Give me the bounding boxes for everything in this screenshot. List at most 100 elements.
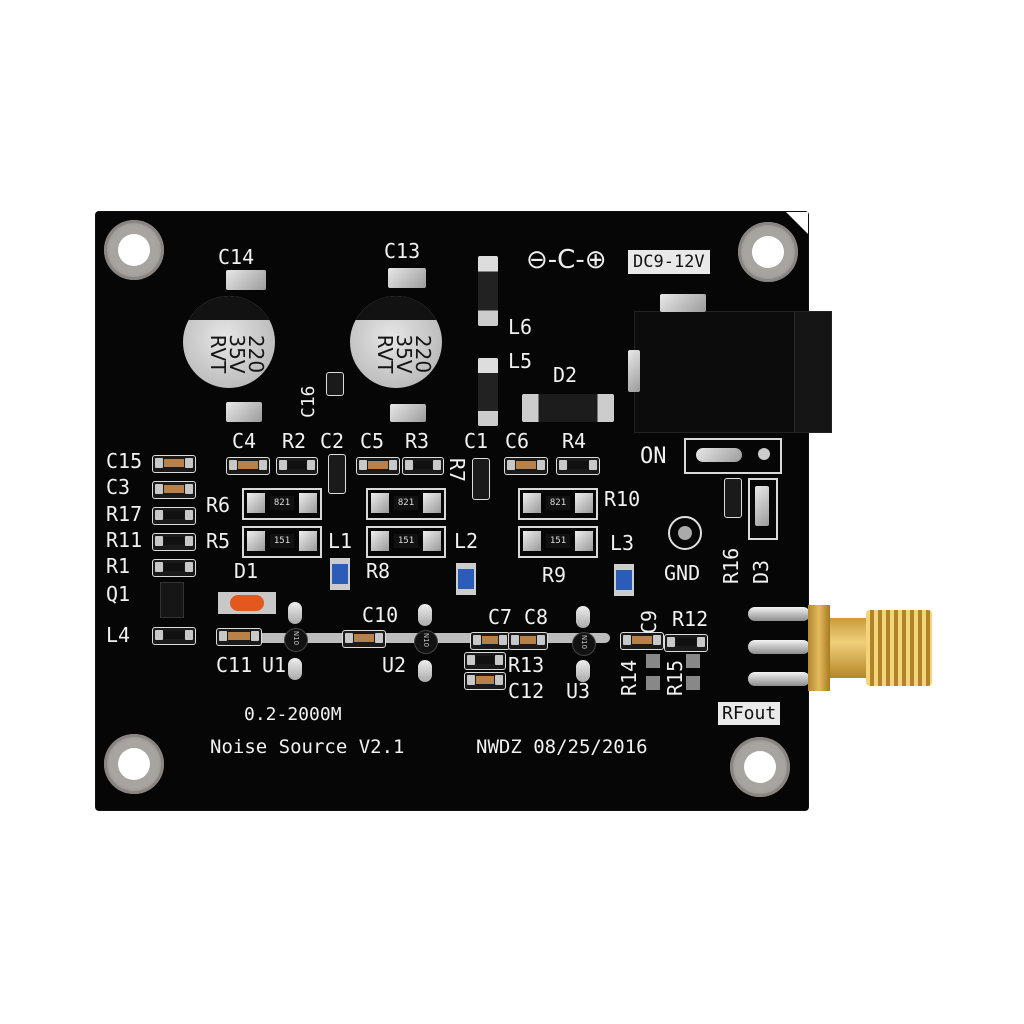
label-l5: L5 <box>508 349 533 373</box>
resistor-r1 <box>152 559 196 577</box>
resistor-r5: 151 <box>242 526 322 558</box>
diode-d2 <box>522 394 614 422</box>
pad-r15-b <box>686 676 700 690</box>
capacitor-c1 <box>472 458 490 500</box>
u1-pad-bottom <box>288 658 302 680</box>
gnd-test-point[interactable] <box>668 516 702 550</box>
capacitor-c10 <box>342 630 386 648</box>
capacitor-c4 <box>226 457 270 475</box>
capacitor-c12 <box>464 672 506 690</box>
capacitor-c15 <box>152 455 196 473</box>
led-d3 <box>748 478 778 540</box>
label-c13: C13 <box>384 239 421 263</box>
label-l2: L2 <box>454 529 479 553</box>
label-c16: C16 <box>298 385 319 418</box>
inductor-l5 <box>478 358 498 426</box>
label-c11: C11 <box>216 653 253 677</box>
product-name-label: Noise Source V2.1 <box>210 736 405 758</box>
label-r3: R3 <box>405 429 430 453</box>
mounting-hole-bottom-right <box>730 737 790 797</box>
inductor-l6 <box>478 256 498 326</box>
label-r12: R12 <box>672 607 709 631</box>
label-c10: C10 <box>362 603 399 627</box>
label-c9: C9 <box>637 609 661 634</box>
label-u1: U1 <box>262 653 287 677</box>
mmic-amplifier-u3: N10 <box>572 632 596 656</box>
capacitor-c8 <box>508 632 548 650</box>
label-d3: D3 <box>749 559 773 584</box>
pad-r15-a <box>686 654 700 668</box>
u3-pad-bottom <box>576 660 590 682</box>
capacitor-c6 <box>504 457 548 475</box>
label-r14: R14 <box>617 659 641 696</box>
inductor-l2 <box>456 563 476 595</box>
label-r4: R4 <box>562 429 587 453</box>
capacitor-c11 <box>216 628 262 646</box>
pad-r14-a <box>646 654 660 668</box>
c14-pad-top <box>226 270 266 290</box>
label-r5: R5 <box>206 529 231 553</box>
label-c3: C3 <box>106 475 131 499</box>
dc-power-jack[interactable] <box>634 311 832 433</box>
sma-pin-top <box>748 607 810 621</box>
resistor-r17 <box>152 507 196 525</box>
sma-pin-bottom <box>748 672 810 686</box>
switch-label: ON <box>640 444 667 469</box>
sma-connector-body <box>808 605 830 691</box>
resistor-r2 <box>276 457 318 475</box>
label-l1: L1 <box>328 529 353 553</box>
c13-pad-top <box>388 268 426 288</box>
resistor-r4 <box>556 457 600 475</box>
capacitor-c16 <box>326 372 344 396</box>
resistor-r3 <box>402 457 444 475</box>
c14-pad-bottom <box>226 402 262 422</box>
label-r15: R15 <box>663 659 687 696</box>
label-q1: Q1 <box>106 582 131 606</box>
label-c2: C2 <box>320 429 345 453</box>
label-r2: R2 <box>282 429 307 453</box>
resistor-r16 <box>724 478 742 518</box>
u2-pad-top <box>418 604 432 626</box>
label-c12: C12 <box>508 679 545 703</box>
noise-diode-d1 <box>218 592 276 614</box>
jack-pin-side <box>628 350 640 392</box>
mmic-amplifier-u2: N10 <box>414 630 438 654</box>
label-r11: R11 <box>106 528 143 552</box>
rf-output-label: RFout <box>718 702 781 725</box>
resistor-r8: 151 <box>366 526 446 558</box>
label-u2: U2 <box>382 653 407 677</box>
label-r1: R1 <box>106 554 131 578</box>
mounting-hole-top-left <box>104 220 164 280</box>
jack-pin-top <box>660 294 706 312</box>
maker-date-label: NWDZ 08/25/2016 <box>476 736 648 758</box>
mounting-hole-top-right <box>738 222 798 282</box>
sma-rf-output-connector[interactable] <box>866 610 932 686</box>
label-d1: D1 <box>234 559 259 583</box>
u1-pad-top <box>288 602 302 624</box>
label-c4: C4 <box>232 429 257 453</box>
power-switch-header[interactable] <box>684 438 782 474</box>
label-r16: R16 <box>719 547 743 584</box>
resistor-r10: 821 <box>518 488 598 520</box>
label-c8: C8 <box>524 605 549 629</box>
mmic-amplifier-u1: N10 <box>284 628 308 652</box>
resistor-r7-network: 821 <box>366 488 446 520</box>
label-c5: C5 <box>360 429 385 453</box>
label-l3: L3 <box>610 531 635 555</box>
resistor-r9: 151 <box>518 526 598 558</box>
label-r17: R17 <box>106 502 143 526</box>
resistor-r6: 821 <box>242 488 322 520</box>
label-l4: L4 <box>106 623 131 647</box>
pad-r14-b <box>646 676 660 690</box>
transistor-q1 <box>160 582 184 618</box>
capacitor-c2 <box>328 454 346 494</box>
label-c15: C15 <box>106 449 143 473</box>
inductor-l3 <box>614 564 634 596</box>
c13-pad-bottom <box>390 404 426 422</box>
power-input-label: DC9-12V <box>628 250 710 274</box>
resistor-r12 <box>664 634 708 652</box>
label-r8: R8 <box>366 559 391 583</box>
label-d2: D2 <box>553 363 578 387</box>
resistor-r11 <box>152 533 196 551</box>
